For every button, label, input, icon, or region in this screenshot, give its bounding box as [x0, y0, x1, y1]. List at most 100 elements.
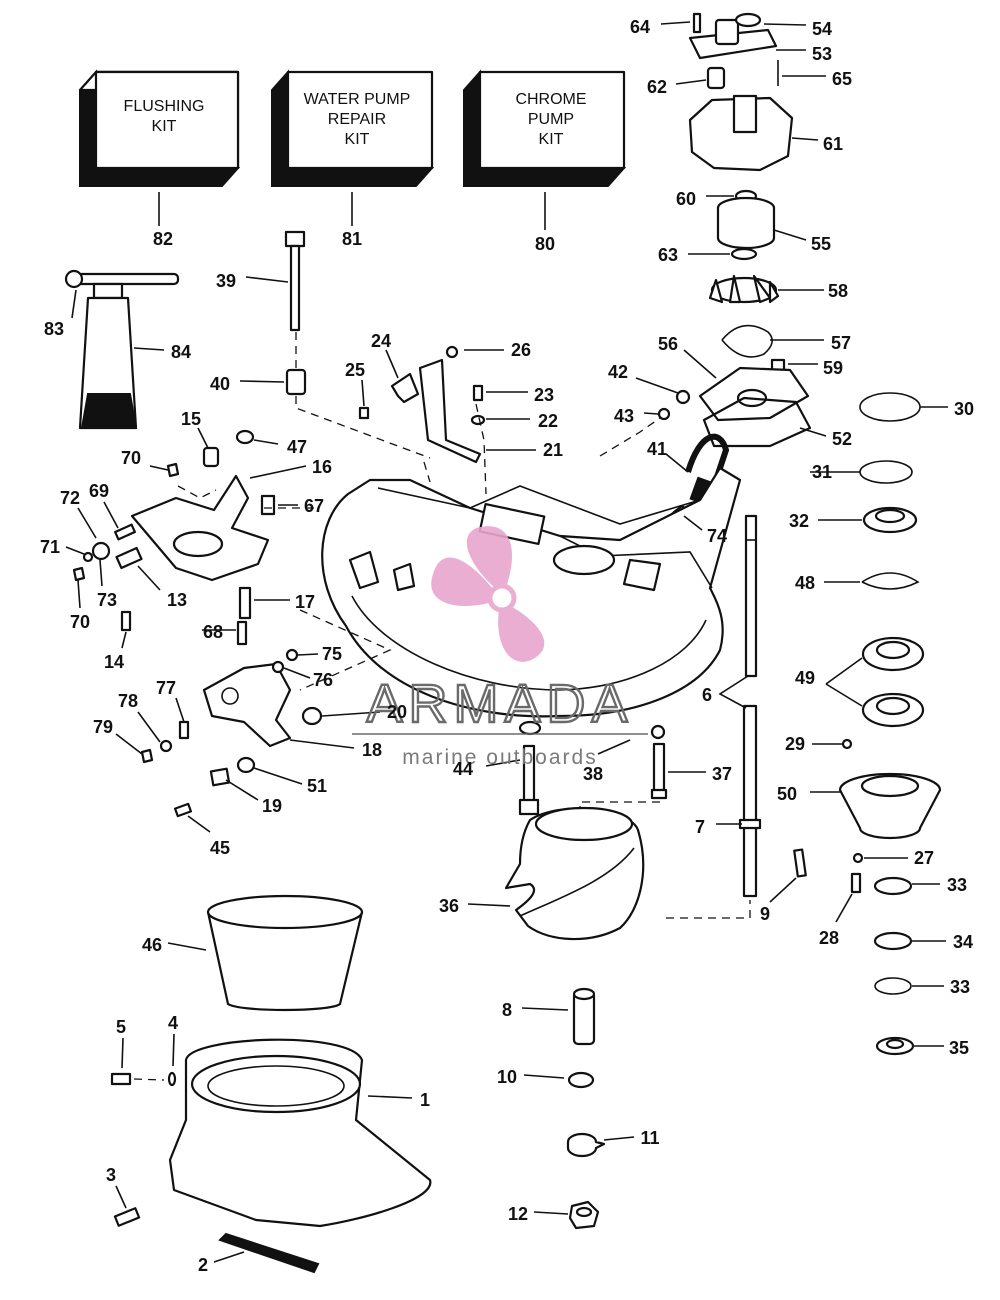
washer-51	[236, 756, 256, 774]
bolt-44	[518, 744, 540, 816]
part-label-47: 47	[287, 437, 307, 457]
kit-82-line-1: FLUSHING	[124, 98, 205, 115]
part-label-84: 84	[171, 342, 191, 362]
part-label-19: 19	[262, 796, 282, 816]
screw-42	[675, 389, 691, 405]
kit-82-line-2: KIT	[152, 118, 177, 135]
part-label-63: 63	[658, 245, 678, 265]
part-label-57: 57	[831, 333, 851, 353]
part-label-28: 28	[819, 928, 839, 948]
part-label-55: 55	[811, 234, 831, 254]
part-label-70: 70	[121, 448, 141, 468]
part-label-75: 75	[322, 644, 342, 664]
bearing-49-lower	[861, 692, 925, 728]
strip-2	[218, 1232, 320, 1274]
kit-81-line-1: WATER PUMP	[304, 91, 411, 108]
ring-30	[859, 392, 921, 422]
part-label-2: 2	[198, 1255, 208, 1275]
bushing-8	[572, 987, 596, 1046]
propeller-logo-icon	[431, 526, 545, 662]
screw-68	[236, 620, 248, 646]
part-label-15: 15	[181, 409, 201, 429]
spring-17	[238, 586, 252, 620]
part-label-60: 60	[676, 189, 696, 209]
impeller-58	[708, 274, 780, 304]
part-label-59: 59	[823, 358, 843, 378]
part-label-12: 12	[508, 1204, 528, 1224]
armada-watermark: ARMADA marine outboards	[352, 526, 648, 769]
screw-64	[692, 12, 702, 34]
kit-80-number: 80	[535, 234, 555, 254]
washer-20	[301, 706, 323, 726]
part-label-25: 25	[345, 360, 365, 380]
part-label-79: 79	[93, 717, 113, 737]
part-label-5: 5	[116, 1017, 126, 1037]
part-label-65: 65	[832, 69, 852, 89]
part-label-69: 69	[89, 481, 109, 501]
lever-18	[202, 662, 292, 748]
nut-71	[82, 551, 94, 563]
part-label-29: 29	[785, 734, 805, 754]
part-label-18: 18	[362, 740, 382, 760]
part-label-6: 6	[702, 685, 712, 705]
intake-grate-1	[168, 1038, 432, 1228]
seal-35	[875, 1036, 915, 1056]
part-label-13: 13	[167, 590, 187, 610]
bracket-21	[418, 358, 482, 464]
ring-34	[873, 931, 913, 951]
o-ring-63	[730, 247, 758, 261]
leader-lines	[65, 21, 948, 1263]
flushing-tool	[64, 269, 180, 430]
part-label-67: 67	[304, 496, 324, 516]
washer-22	[470, 414, 486, 426]
part-label-22: 22	[538, 411, 558, 431]
retainer-48	[861, 572, 920, 590]
screw-5	[110, 1072, 132, 1086]
tab-washer-11	[566, 1132, 606, 1158]
part-label-83: 83	[44, 319, 64, 339]
part-label-7: 7	[695, 817, 705, 837]
kit-80-line-3: KIT	[539, 131, 564, 148]
part-label-39: 39	[216, 271, 236, 291]
impeller-36	[504, 806, 645, 941]
washer-27	[852, 852, 864, 864]
seal-57	[721, 324, 773, 358]
lever-16	[130, 474, 270, 582]
screw-23	[472, 384, 484, 402]
washer-38b	[650, 724, 666, 740]
driveshaft-6-upper	[744, 514, 758, 678]
part-label-46: 46	[142, 935, 162, 955]
washer-76	[271, 660, 285, 674]
part-label-78: 78	[118, 691, 138, 711]
part-label-14: 14	[104, 652, 124, 672]
part-label-76: 76	[313, 670, 333, 690]
bolt-39	[284, 230, 306, 332]
washer-47	[235, 429, 255, 445]
nut-19	[209, 767, 231, 787]
kit-box-chrome-pump: CHROME PUMP KIT	[463, 69, 627, 187]
screw-14	[120, 610, 132, 632]
washer-10	[567, 1071, 595, 1089]
bearing-housing-50	[838, 772, 942, 840]
nozzle-46	[206, 894, 364, 1012]
nut-70	[166, 462, 180, 478]
nut-26	[445, 345, 459, 359]
part-label-32: 32	[789, 511, 809, 531]
nut-12	[568, 1200, 600, 1230]
part-label-44: 44	[453, 759, 473, 779]
screw-45	[173, 802, 193, 818]
part-label-70: 70	[70, 612, 90, 632]
part-label-20: 20	[387, 702, 407, 722]
part-label-56: 56	[658, 334, 678, 354]
spacer-40	[285, 368, 307, 396]
bearing-49-upper	[861, 636, 925, 672]
kit-box-water-pump: WATER PUMP REPAIR KIT	[271, 69, 435, 187]
part-label-58: 58	[828, 281, 848, 301]
driveshaft-7-lower	[738, 704, 762, 898]
part-label-73: 73	[97, 590, 117, 610]
part-label-51: 51	[307, 776, 327, 796]
ring-33-upper	[873, 876, 913, 896]
part-label-36: 36	[439, 896, 459, 916]
